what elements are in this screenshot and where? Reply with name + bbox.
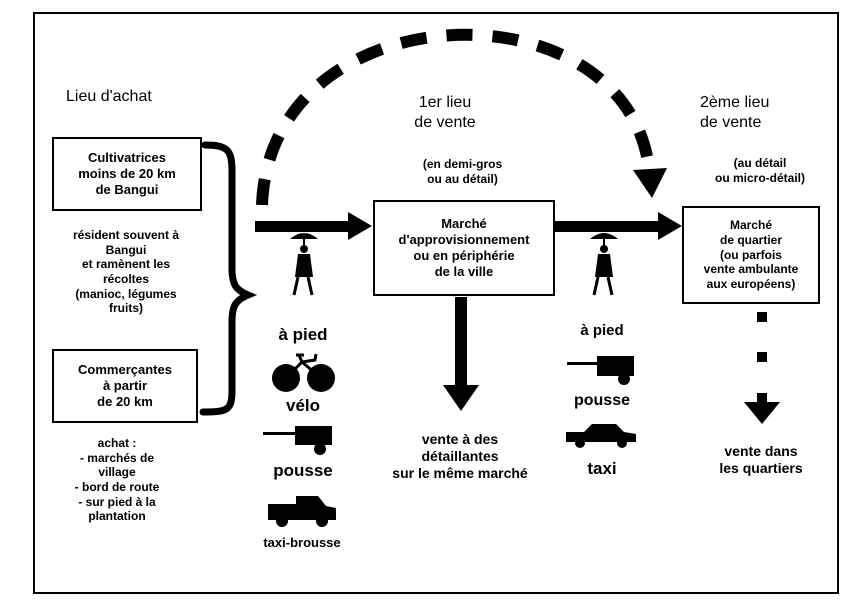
arrow-down-right	[757, 393, 767, 403]
walking-woman-icon	[590, 233, 618, 296]
note-vente-quartiers: vente dans les quartiers	[719, 443, 803, 477]
bicycle-icon	[272, 353, 335, 392]
label-velo: vélo	[285, 396, 321, 415]
note-demi-gros: (en demi-gros ou au détail)	[422, 157, 503, 186]
dot-marker-2	[757, 352, 767, 362]
dot-marker-1	[757, 312, 767, 322]
car-icon	[566, 424, 636, 448]
arrow-down-center-head	[443, 385, 479, 411]
header-lieu-achat: Lieu d'achat	[66, 88, 152, 105]
pushcart-icon	[567, 356, 634, 385]
note-achat: achat : - marchés de village - bord de r…	[74, 436, 160, 524]
label-a-pied-2: à pied	[580, 322, 624, 339]
box-marche-approvisionnement: Marché d'approvisionnement ou en périphé…	[373, 200, 555, 296]
dashed-arc-arrow	[256, 28, 656, 206]
note-detail: (au détail ou micro-détail)	[714, 156, 805, 185]
label-pousse-2: pousse	[573, 392, 630, 409]
header-deuxieme-lieu-vente: 2ème lieu de vente	[700, 94, 770, 131]
walking-woman-icon	[290, 233, 318, 296]
dashed-arc-arrowhead	[633, 168, 667, 198]
arrow-to-first-market-head	[348, 212, 372, 240]
arrow-to-second-market-head	[658, 212, 682, 240]
arrow-down-center	[455, 297, 467, 387]
note-vente-detaillantes: vente à des détaillantes sur le même mar…	[392, 431, 528, 482]
label-taxi-brousse: taxi-brousse	[263, 535, 341, 550]
arrow-down-right-head	[744, 402, 780, 424]
label-a-pied-1: à pied	[278, 325, 328, 344]
arrow-to-first-market	[255, 221, 350, 232]
note-resident: résident souvent à Bangui et ramènent le…	[72, 228, 180, 316]
diagram-frame	[33, 12, 839, 594]
label-pousse-1: pousse	[273, 461, 333, 480]
box-commercantes: Commerçantes à partir de 20 km	[52, 349, 198, 423]
pushcart-icon	[263, 426, 332, 455]
box-cultivatrices: Cultivatrices moins de 20 km de Bangui	[52, 137, 202, 211]
pickup-truck-icon	[268, 496, 336, 527]
label-taxi: taxi	[587, 459, 617, 478]
curly-brace	[199, 141, 258, 416]
arrow-to-second-market	[555, 221, 660, 232]
box-marche-quartier: Marché de quartier (ou parfois vente amb…	[682, 206, 820, 304]
header-premier-lieu-vente: 1er lieu de vente	[414, 94, 476, 131]
